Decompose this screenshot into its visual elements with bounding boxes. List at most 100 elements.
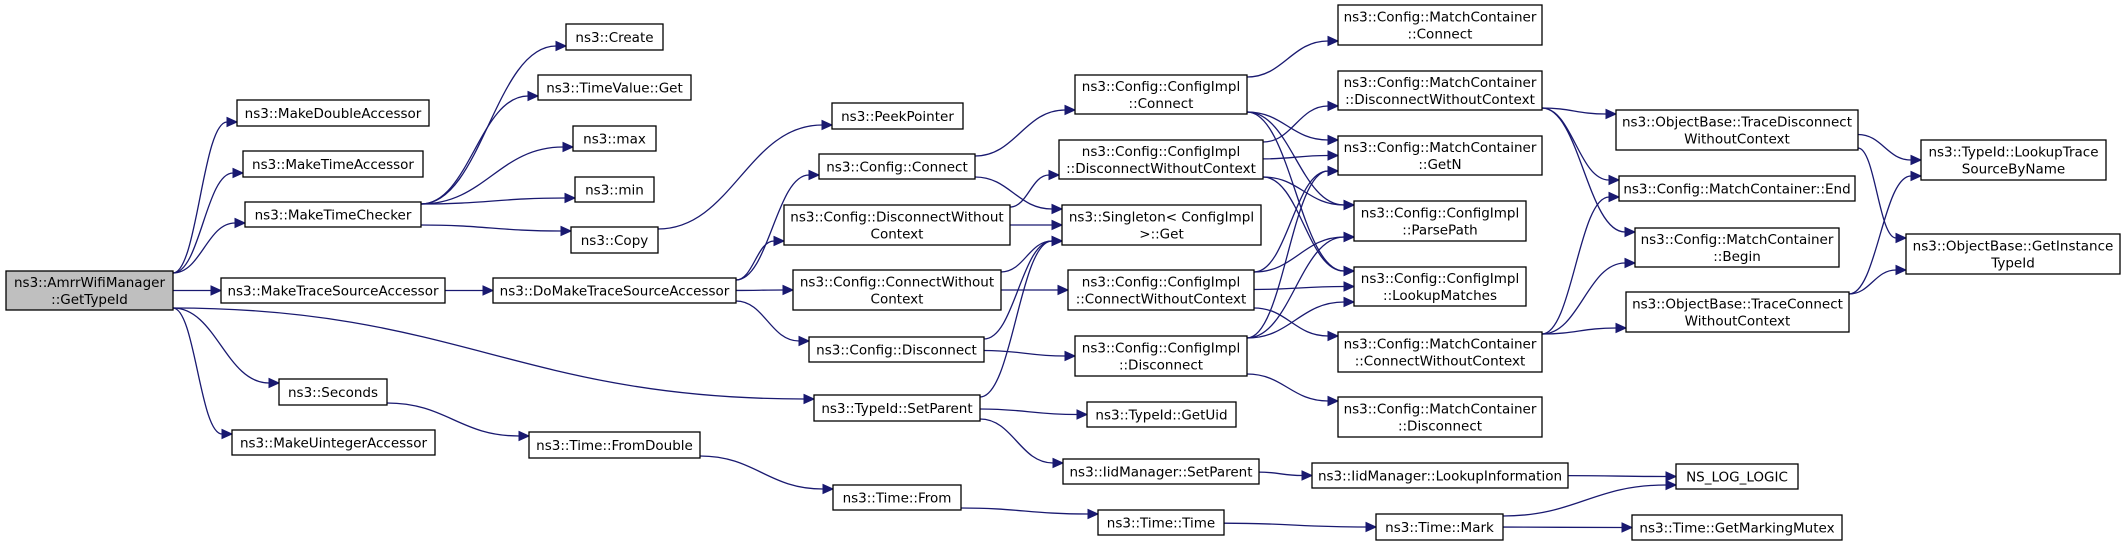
node-box[interactable] [528, 431, 701, 459]
node-box[interactable] [792, 269, 1002, 311]
node-peek-pointer[interactable]: ns3::PeekPointer [831, 102, 964, 130]
node-box[interactable] [1086, 401, 1237, 428]
node-box[interactable] [1353, 200, 1527, 242]
node-box[interactable] [244, 201, 422, 228]
node-lookup-matches[interactable]: ns3::Config::ConfigImpl::LookupMatches [1353, 266, 1527, 307]
node-box[interactable] [1337, 331, 1543, 373]
node-box[interactable] [1337, 396, 1543, 438]
node-box[interactable] [1074, 74, 1248, 115]
node-cfg-disc-wo-c[interactable]: ns3::Config::DisconnectWithoutContext [783, 204, 1011, 246]
node-impl-connect[interactable]: ns3::Config::ConfigImpl::Connect [1074, 74, 1248, 115]
node-box[interactable] [1311, 462, 1569, 489]
node-box[interactable] [570, 226, 659, 254]
node-box[interactable] [1337, 70, 1543, 111]
node-iid-set-parent[interactable]: ns3::IidManager::SetParent [1062, 458, 1260, 485]
node-label: ::DisconnectWithoutContext [1066, 161, 1256, 177]
node-seconds[interactable]: ns3::Seconds [278, 378, 388, 406]
node-box[interactable] [220, 277, 446, 304]
node-box[interactable] [1618, 175, 1856, 202]
node-time-mark[interactable]: ns3::Time::Mark [1375, 513, 1504, 541]
node-mc-get-n[interactable]: ns3::Config::MatchContainer::GetN [1337, 135, 1543, 176]
node-max[interactable]: ns3::max [572, 125, 657, 152]
node-box[interactable] [818, 153, 976, 180]
edge-root-to-make-time-chk [172, 222, 236, 274]
node-box[interactable] [1058, 139, 1264, 180]
node-make-time-chk[interactable]: ns3::MakeTimeChecker [244, 201, 422, 228]
node-time-from[interactable]: ns3::Time::From [832, 484, 962, 511]
node-box[interactable] [572, 125, 657, 152]
node-box[interactable] [231, 429, 436, 456]
node-get-uid[interactable]: ns3::TypeId::GetUid [1086, 401, 1237, 428]
node-create[interactable]: ns3::Create [565, 23, 664, 51]
node-mc-begin[interactable]: ns3::Config::MatchContainer::Begin [1634, 227, 1840, 268]
node-box[interactable] [783, 204, 1011, 246]
node-trace-disc-wo-c[interactable]: ns3::ObjectBase::TraceDisconnectWithoutC… [1615, 109, 1859, 151]
node-make-time-acc[interactable]: ns3::MakeTimeAccessor [242, 150, 424, 178]
node-make-double[interactable]: ns3::MakeDoubleAccessor [236, 99, 430, 127]
node-box[interactable] [574, 176, 655, 203]
node-mc-disconnect[interactable]: ns3::Config::MatchContainer::Disconnect [1337, 396, 1543, 438]
node-box[interactable] [236, 99, 430, 127]
node-impl-disconnect[interactable]: ns3::Config::ConfigImpl::Disconnect [1074, 335, 1248, 377]
node-box[interactable] [813, 394, 981, 422]
node-get-marking-mutex[interactable]: ns3::Time::GetMarkingMutex [1631, 514, 1843, 541]
node-box[interactable] [831, 102, 964, 130]
node-make-uint[interactable]: ns3::MakeUintegerAccessor [231, 429, 436, 456]
node-box[interactable] [1634, 227, 1840, 268]
node-box[interactable] [1061, 204, 1262, 246]
node-mc-connect[interactable]: ns3::Config::MatchContainer::Connect [1337, 4, 1543, 46]
node-mc-conn-wo-c[interactable]: ns3::Config::MatchContainer::ConnectWith… [1337, 331, 1543, 373]
node-singleton-get[interactable]: ns3::Singleton< ConfigImpl>::Get [1061, 204, 1262, 246]
node-cfg-disconnect[interactable]: ns3::Config::Disconnect [808, 336, 985, 363]
node-box[interactable] [5, 270, 174, 311]
node-label: ns3::Config::MatchContainer::End [1623, 182, 1850, 198]
node-box[interactable] [1920, 139, 2107, 181]
node-mc-disc-wo-c[interactable]: ns3::Config::MatchContainer::DisconnectW… [1337, 70, 1543, 111]
node-box[interactable] [278, 378, 388, 406]
node-parse-path[interactable]: ns3::Config::ConfigImpl::ParsePath [1353, 200, 1527, 242]
arrowhead-icon [232, 167, 245, 179]
node-box[interactable] [492, 277, 737, 304]
node-time-value-get[interactable]: ns3::TimeValue::Get [537, 74, 692, 101]
node-make-trace-src[interactable]: ns3::MakeTraceSourceAccessor [220, 277, 446, 304]
node-box[interactable] [1631, 514, 1843, 541]
node-box[interactable] [537, 74, 692, 101]
node-box[interactable] [1074, 335, 1248, 377]
node-label: ns3::Config::ConfigImpl [1361, 271, 1519, 287]
node-root[interactable]: ns3::AmrrWifiManager::GetTypeId [5, 270, 174, 311]
node-box[interactable] [1675, 463, 1799, 490]
node-box[interactable] [1353, 266, 1527, 307]
node-time-time[interactable]: ns3::Time::Time [1097, 509, 1225, 536]
node-min[interactable]: ns3::min [574, 176, 655, 203]
node-mc-end[interactable]: ns3::Config::MatchContainer::End [1618, 175, 1856, 202]
node-box[interactable] [565, 23, 664, 51]
node-iid-lookup-info[interactable]: ns3::IidManager::LookupInformation [1311, 462, 1569, 489]
node-box[interactable] [1615, 109, 1859, 151]
node-box[interactable] [1097, 509, 1225, 536]
edge-cfg-connect-to-singleton-get [974, 176, 1053, 210]
node-cfg-connect[interactable]: ns3::Config::Connect [818, 153, 976, 180]
node-ns-log-logic[interactable]: NS_LOG_LOGIC [1675, 463, 1799, 490]
arrowhead-icon [1624, 257, 1637, 269]
node-box[interactable] [1067, 269, 1255, 311]
node-box[interactable] [1062, 458, 1260, 485]
node-copy[interactable]: ns3::Copy [570, 226, 659, 254]
node-box[interactable] [1625, 291, 1850, 333]
node-impl-conn-wo-c[interactable]: ns3::Config::ConfigImpl::ConnectWithoutC… [1067, 269, 1255, 311]
edge-make-time-chk-to-copy [420, 224, 562, 232]
node-box[interactable] [808, 336, 985, 363]
node-cfg-conn-wo-c[interactable]: ns3::Config::ConnectWithoutContext [792, 269, 1002, 311]
node-impl-disc-wo-c[interactable]: ns3::Config::ConfigImpl::DisconnectWitho… [1058, 139, 1264, 180]
node-box[interactable] [832, 484, 962, 511]
node-box[interactable] [1337, 4, 1543, 46]
node-do-make-trace[interactable]: ns3::DoMakeTraceSourceAccessor [492, 277, 737, 304]
node-from-double[interactable]: ns3::Time::FromDouble [528, 431, 701, 459]
node-box[interactable] [1337, 135, 1543, 176]
node-set-parent[interactable]: ns3::TypeId::SetParent [813, 394, 981, 422]
node-box[interactable] [1905, 233, 2121, 275]
node-box[interactable] [1375, 513, 1504, 541]
node-trace-conn-wo-c[interactable]: ns3::ObjectBase::TraceConnectWithoutCont… [1625, 291, 1850, 333]
node-box[interactable] [242, 150, 424, 178]
